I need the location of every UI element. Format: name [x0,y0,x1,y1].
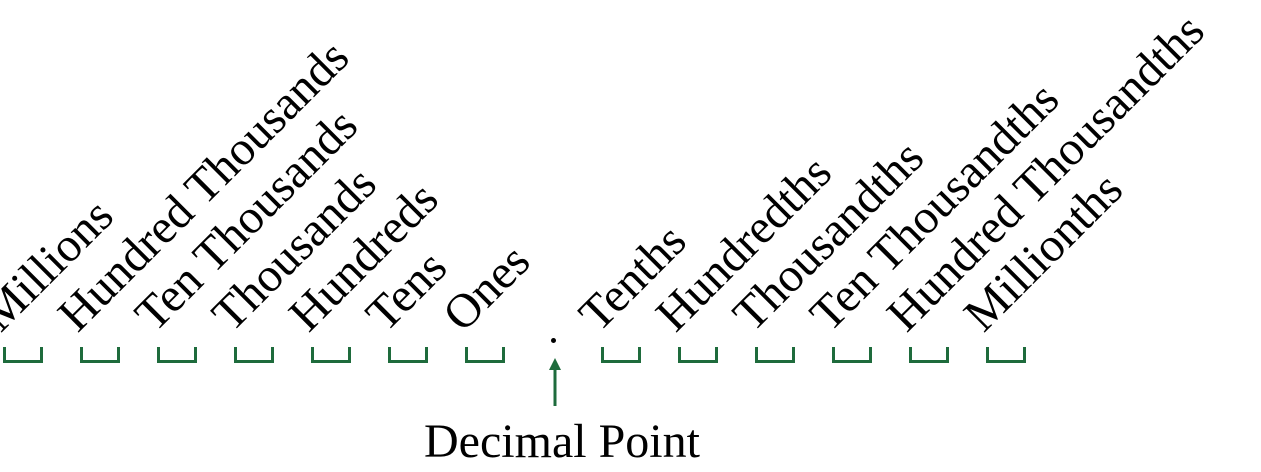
digit-slot-hundred-thousands [80,347,120,363]
digit-slot-millionths [986,347,1026,363]
digit-slot-thousands [234,347,274,363]
decimal-point-arrow [549,358,561,406]
digit-slot-ten-thousands [157,347,197,363]
digit-slot-hundreds [311,347,351,363]
decimal-point-caption: Decimal Point [424,415,700,468]
digit-slot-tens [388,347,428,363]
decimal-point-dot [551,338,556,343]
digit-slot-ones [465,347,505,363]
arrow-head [549,358,561,370]
digit-slot-millions [3,347,43,363]
digit-slot-ten-thousandths [832,347,872,363]
digit-slot-thousandths [755,347,795,363]
digit-slot-tenths [601,347,641,363]
digit-slot-hundred-thousandths [909,347,949,363]
digit-slot-hundredths [678,347,718,363]
place-label-ones: Ones [432,234,541,342]
